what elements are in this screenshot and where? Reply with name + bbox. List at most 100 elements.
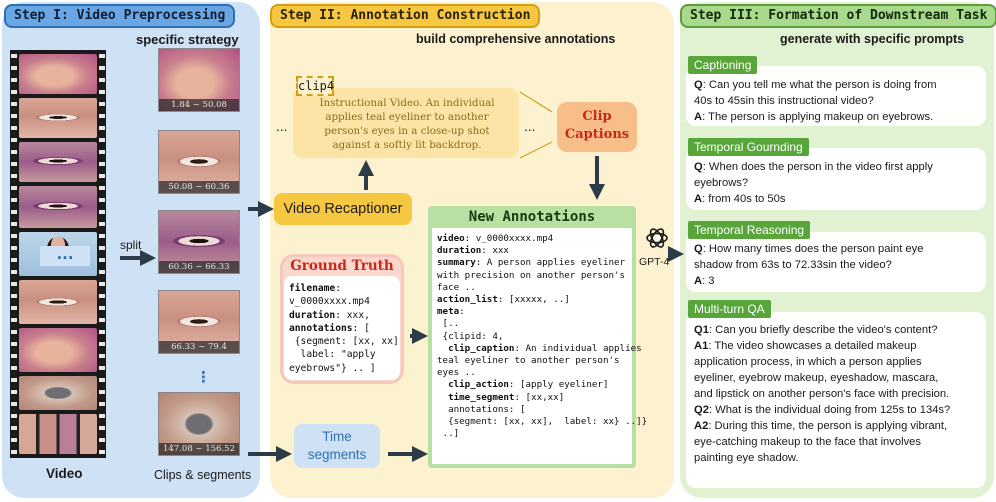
text-key: Q — [694, 243, 703, 255]
video-frame — [19, 54, 97, 94]
text-value: : — [335, 283, 341, 294]
text-value: : Can you tell me what the person is doi… — [702, 79, 937, 91]
clip-timestamp: 147.08 ~ 156.52 — [159, 443, 239, 455]
text-value: : Can you briefly describe the video's c… — [708, 324, 938, 336]
text-value: : The video showcases a detailed makeup — [708, 340, 917, 352]
text-key: Q1 — [694, 324, 709, 336]
text-line: A: from 40s to 50s — [694, 191, 982, 207]
task-card-temporal-grounding — [686, 148, 986, 210]
text-value: : [ — [352, 322, 370, 334]
text-key: duration — [289, 309, 336, 321]
text-line: duration: xxx — [437, 245, 631, 257]
film-holes-left — [11, 50, 17, 458]
text-line: clip_action: [apply eyeliner] — [437, 379, 631, 391]
new-annotations-title: New Annotations — [468, 209, 596, 225]
text-line: ..] — [437, 428, 631, 440]
text-line: eyeliner, eyebrow makeup, eyeshadow, mas… — [694, 370, 982, 386]
connector-line — [519, 141, 553, 159]
clip-caption-box — [293, 88, 519, 158]
text-line: A: The person is applying makeup on eyeb… — [694, 109, 982, 125]
split-label: split — [120, 238, 142, 252]
text-line: annotations: [ — [289, 322, 399, 335]
text-value: {segment: [xx, xx], label: xx} ..]} — [437, 416, 648, 428]
task-tag-temporal-reasoning: Temporal Reasoning — [688, 221, 811, 239]
clip-caption-line: Instructional Video. An individual — [319, 97, 495, 109]
clip-tag: clip4 — [296, 76, 334, 96]
text-key: A — [694, 111, 703, 123]
text-value: : v_0000xxxx.mp4 — [464, 233, 554, 244]
text-value: face .. — [437, 281, 476, 293]
text-value: : [apply eyeliner] — [508, 379, 609, 391]
text-line: {segment: [xx, xx], label: xx} ..]} — [437, 416, 647, 428]
video-frame — [19, 142, 97, 182]
task-tag-temporal-grounding: Temporal Gournding — [688, 138, 809, 156]
text-value: : A person applies eyeliner — [475, 257, 626, 269]
text-line: time_segment: [xx,xx] — [437, 392, 631, 404]
text-value: and lipstick on another person's face wi… — [694, 388, 950, 400]
video-frame — [19, 98, 97, 138]
text-line: Q: How many times does the person paint … — [694, 241, 982, 257]
task-tag-captioning: Captioning — [688, 56, 758, 74]
text-value: : When does the person in the video firs… — [702, 161, 933, 173]
text-line: A1: The video showcases a detailed makeu… — [694, 338, 982, 354]
text-value: : During this time, the person is applyi… — [708, 420, 948, 432]
ground-truth-inner — [284, 276, 400, 380]
text-line: Q2: What is the individual doing from 12… — [694, 402, 982, 418]
strategy-label: specific strategy — [136, 32, 239, 47]
text-line: eye-catching makeup to the face that inv… — [694, 434, 982, 450]
text-line: Q1: Can you briefly describe the video's… — [694, 322, 982, 338]
text-line: annotations: [ — [437, 404, 631, 416]
text-value: teal eyeliner to another person's — [437, 355, 620, 367]
text-line: label: "apply — [289, 348, 399, 361]
text-line: v_0000xxxx.mp4 — [289, 295, 399, 308]
clip-thumbnail: 50.08 ~ 60.36 — [158, 130, 240, 194]
clip-thumbnail: 1.84 ~ 50.08 — [158, 48, 240, 112]
text-line: filename: — [289, 282, 399, 295]
text-value: 40s to 45sin this instructional video? — [694, 95, 874, 107]
clip-captions-box: Clip Captions — [557, 102, 637, 152]
time-segments-line1: Time — [322, 429, 352, 444]
time-segments-box: Time segments — [294, 424, 380, 468]
gpt4-label: GPT-4 — [639, 256, 670, 268]
clip-left-ellipsis: ... — [276, 120, 288, 134]
text-key: filename — [289, 283, 336, 294]
text-key: action_list — [437, 294, 498, 306]
text-value: painting eye shadow. — [694, 452, 799, 464]
text-value: label: "apply — [289, 349, 376, 361]
task-qa-multiturn: Q1: Can you briefly describe the video's… — [694, 322, 982, 466]
text-line: with precision on another person's — [437, 270, 631, 282]
text-line: painting eye shadow. — [694, 450, 982, 466]
text-value: : What is the individual doing from 125s… — [708, 404, 951, 416]
text-key: duration — [437, 245, 482, 257]
text-line: summary: A person applies eyeliner — [437, 257, 631, 269]
text-line: face .. — [437, 282, 631, 294]
text-key: annotations — [289, 322, 353, 334]
video-frame — [19, 328, 97, 372]
new-annotations-inner — [432, 228, 632, 464]
text-line: teal eyeliner to another person's — [437, 355, 631, 367]
text-value: eyes .. — [437, 367, 476, 379]
text-value: {segment: [xx, xx] — [289, 336, 399, 348]
clips-segments-label: Clips & segments — [154, 468, 252, 482]
text-value: : [xxxxx, ..] — [497, 294, 570, 306]
text-value: : How many times does the person paint e… — [702, 243, 924, 255]
text-value: : An individual applies — [514, 342, 642, 354]
text-value: v_0000xxxx.mp4 — [289, 296, 370, 308]
text-line: duration: xxx, — [289, 309, 399, 322]
text-line: {segment: [xx, xx] — [289, 335, 399, 348]
text-value: : 3 — [702, 275, 715, 287]
step3-title: Step III: Formation of Downstream Task — [680, 4, 996, 28]
text-value: : xxx, — [335, 309, 370, 321]
task-qa-captioning: Q: Can you tell me what the person is do… — [694, 77, 982, 125]
task-qa-temporal-grounding: Q: When does the person in the video fir… — [694, 159, 982, 207]
text-value: : The person is applying makeup on eyebr… — [702, 111, 934, 123]
clips-vertical-ellipsis: ⋮ — [196, 368, 211, 386]
task-qa-temporal-reasoning: Q: How many times does the person paint … — [694, 241, 982, 289]
clip-timestamp: 66.33 ~ 79.4 — [159, 341, 239, 353]
text-value: : xxx — [481, 245, 509, 257]
text-line: eyebrows? — [694, 175, 982, 191]
text-value: eyebrows"} .. ] — [289, 362, 376, 374]
clip-timestamp: 1.84 ~ 50.08 — [159, 99, 239, 111]
